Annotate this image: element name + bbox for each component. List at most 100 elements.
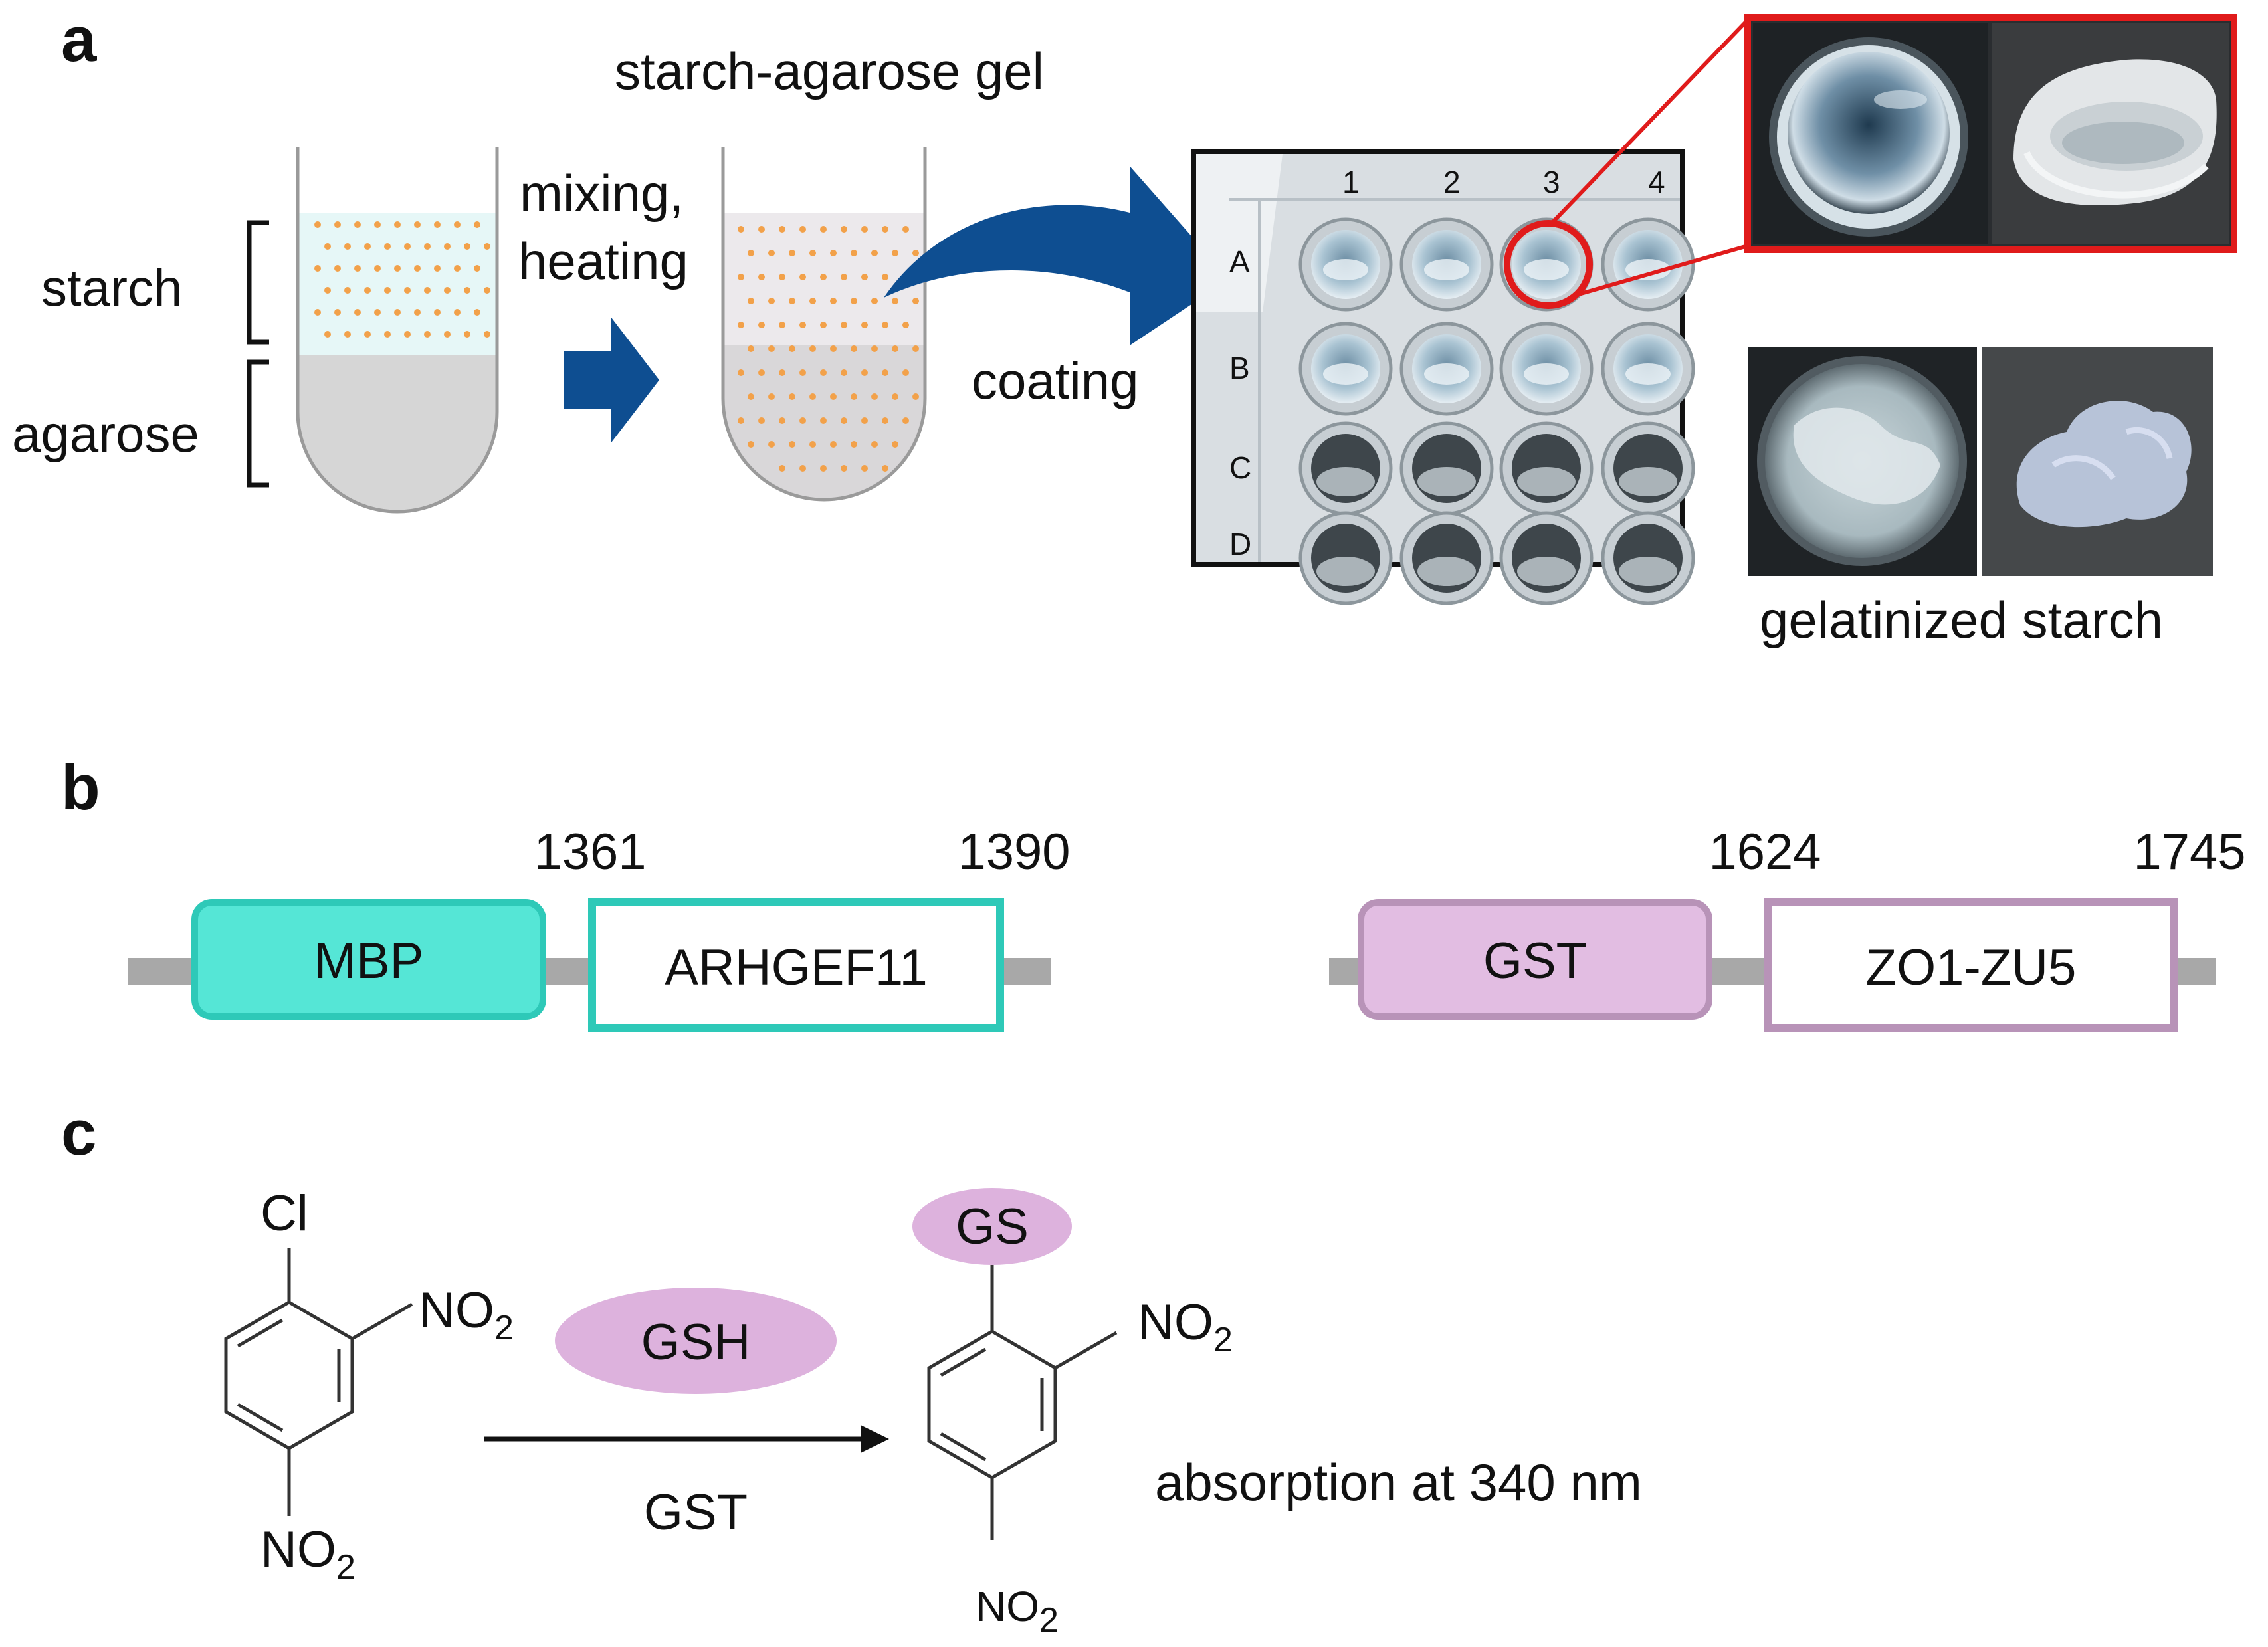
starch-granule	[474, 265, 480, 272]
starch-granule	[861, 274, 868, 280]
starch-granule	[738, 369, 744, 376]
starch-granule	[820, 274, 827, 280]
starch-granule	[344, 243, 351, 250]
starch-granule	[861, 417, 868, 424]
starch-granule	[314, 309, 321, 316]
starch-granule	[394, 309, 401, 316]
coating-arrow	[884, 166, 1229, 345]
starch-granule	[799, 369, 806, 376]
starch-granule	[851, 345, 857, 352]
starch-granule	[841, 369, 847, 376]
starch-granule	[809, 393, 816, 400]
starch-granule	[334, 309, 341, 316]
starch-granule	[892, 393, 898, 400]
starch-granule	[334, 265, 341, 272]
mixing-label: mixing,	[520, 164, 684, 223]
starch-granule	[414, 309, 421, 316]
starch-granule	[414, 265, 421, 272]
starch-granule	[444, 331, 451, 338]
tube-starch-agarose-layers	[296, 147, 499, 514]
starch-granule	[434, 309, 441, 316]
starch-granule	[820, 417, 827, 424]
dispersed-starch-granules	[738, 226, 919, 472]
starch-granule	[474, 309, 480, 316]
plate-wells	[1298, 217, 1695, 605]
panel-a: a starch agarose mixing, heating starch-…	[12, 4, 2237, 649]
panel-c: c Cl NO2 NO2 GSH GST GS	[61, 1098, 1642, 1640]
starch-granule	[841, 417, 847, 424]
panel-a-label: a	[61, 4, 97, 75]
starch-granule	[799, 417, 806, 424]
gelatinized-label: gelatinized starch	[1760, 591, 2163, 649]
starch-granule	[424, 331, 431, 338]
starch-granule	[841, 465, 847, 472]
starch-granule	[384, 287, 391, 294]
starch-granule	[912, 250, 919, 256]
starch-granule	[779, 322, 785, 328]
starch-granule	[882, 465, 888, 472]
starch-granule	[768, 345, 775, 352]
coating-label: coating	[972, 351, 1139, 410]
starch-granule	[809, 298, 816, 304]
starch-granule	[809, 441, 816, 448]
starch-granule	[912, 345, 919, 352]
starch-granule	[424, 287, 431, 294]
starch-granule	[861, 465, 868, 472]
starch-granule	[882, 226, 888, 233]
product-gs: GS	[956, 1199, 1029, 1255]
starch-granule	[738, 226, 744, 233]
starch-granule	[841, 322, 847, 328]
starch-granule	[444, 243, 451, 250]
starch-granule	[768, 393, 775, 400]
starch-granule	[384, 331, 391, 338]
construct-mbp-arhgef11: MBP ARHGEF11 1361 1390	[128, 824, 1071, 1032]
starch-granule	[851, 441, 857, 448]
starch-granule	[738, 274, 744, 280]
plate-row-letter: B	[1229, 351, 1250, 385]
starch-granule	[324, 287, 331, 294]
reaction-arrow	[484, 1425, 889, 1453]
starch-granule	[871, 345, 878, 352]
starch-granule	[892, 298, 898, 304]
gel-title: starch-agarose gel	[615, 42, 1044, 100]
starch-granule	[314, 265, 321, 272]
starch-granule	[861, 226, 868, 233]
starch-granule	[809, 345, 816, 352]
starch-granule	[748, 441, 754, 448]
starch-label: starch	[41, 258, 182, 317]
gst-tag-label: GST	[1483, 933, 1587, 989]
product-structure	[927, 1265, 1118, 1540]
gsh-bubble	[555, 1288, 837, 1394]
construct-gst-zo1-zu5: GST ZO1-ZU5 1624 1745	[1329, 824, 2246, 1032]
starch-granule	[354, 309, 361, 316]
starch-granule	[738, 417, 744, 424]
starch-granule	[394, 221, 401, 228]
starch-granule	[384, 243, 391, 250]
starch-granule	[871, 250, 878, 256]
reactant-para-no2: NO2	[260, 1521, 356, 1587]
starch-granule	[789, 298, 795, 304]
starch-granule	[484, 331, 490, 338]
starch-granule	[820, 226, 827, 233]
starch-granule	[374, 221, 381, 228]
starch-granule	[484, 287, 490, 294]
starch-granule	[841, 274, 847, 280]
starch-granule	[464, 331, 470, 338]
gelatinized-starch-photos	[1748, 347, 2213, 576]
starch-granule	[882, 274, 888, 280]
starch-granule	[758, 226, 765, 233]
plate-row-letter: A	[1229, 244, 1250, 279]
mixing-arrow	[564, 318, 659, 442]
starch-granule	[434, 265, 441, 272]
starch-granule	[758, 322, 765, 328]
starch-granule	[404, 331, 411, 338]
starch-granule	[830, 441, 837, 448]
agarose-bracket	[247, 359, 269, 488]
starch-granule	[454, 309, 461, 316]
starch-granule	[789, 393, 795, 400]
enzyme-label: GST	[644, 1484, 748, 1541]
starch-granule	[758, 274, 765, 280]
plate-column-number: 3	[1543, 165, 1560, 199]
